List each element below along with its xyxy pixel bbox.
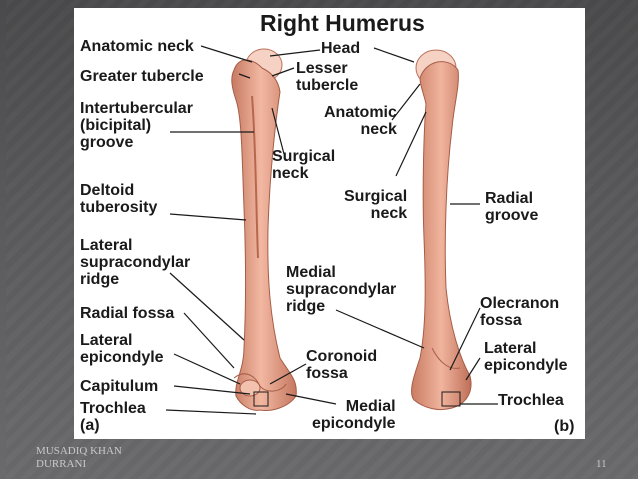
label-deltoid-tuberosity: Deltoid tuberosity bbox=[80, 182, 158, 216]
label-radial-fossa: Radial fossa bbox=[80, 305, 175, 322]
page-number: 11 bbox=[596, 458, 607, 470]
humerus-figure: Right Humerus Anatomic neck Greater tube… bbox=[74, 8, 585, 439]
panel-label-b: (b) bbox=[554, 418, 575, 435]
label-trochlea-b: Trochlea bbox=[498, 392, 564, 409]
label-head: Head bbox=[321, 40, 361, 57]
label-surgical-neck-a: Surgical neck bbox=[272, 148, 336, 182]
label-anatomic-neck-a: Anatomic neck bbox=[80, 38, 194, 55]
humerus-illustration bbox=[165, 45, 498, 415]
label-lesser-tubercle: Lesser tubercle bbox=[296, 60, 359, 94]
label-radial-groove: Radial groove bbox=[485, 190, 539, 224]
label-medial-epicondyle: Medial epicondyle bbox=[312, 398, 396, 432]
leader-lines bbox=[165, 45, 498, 415]
label-intertubercular-groove: Intertubercular (bicipital) groove bbox=[80, 100, 193, 151]
label-lateral-epicondyle-b: Lateral epicondyle bbox=[484, 340, 568, 374]
label-coronoid-fossa: Coronoid fossa bbox=[306, 348, 378, 382]
label-olecranon-fossa: Olecranon fossa bbox=[480, 295, 560, 329]
label-trochlea-a: Trochlea bbox=[80, 400, 146, 417]
label-lateral-epicondyle-a: Lateral epicondyle bbox=[80, 332, 164, 366]
label-medial-supracondylar-ridge: Medial supracondylar ridge bbox=[286, 264, 397, 315]
label-anatomic-neck-b: Anatomic neck bbox=[324, 104, 397, 138]
panel-label-a: (a) bbox=[80, 417, 100, 434]
label-greater-tubercle: Greater tubercle bbox=[80, 68, 204, 85]
humerus-posterior-view bbox=[411, 49, 472, 411]
figure-title: Right Humerus bbox=[260, 10, 425, 36]
humerus-anterior-view bbox=[231, 48, 297, 411]
label-surgical-neck-b: Surgical neck bbox=[344, 188, 408, 222]
label-lateral-supracondylar-ridge: Lateral supracondylar ridge bbox=[80, 237, 191, 288]
footer-author: MUSADIQ KHAN DURRANI bbox=[36, 445, 122, 470]
label-capitulum: Capitulum bbox=[80, 378, 159, 395]
